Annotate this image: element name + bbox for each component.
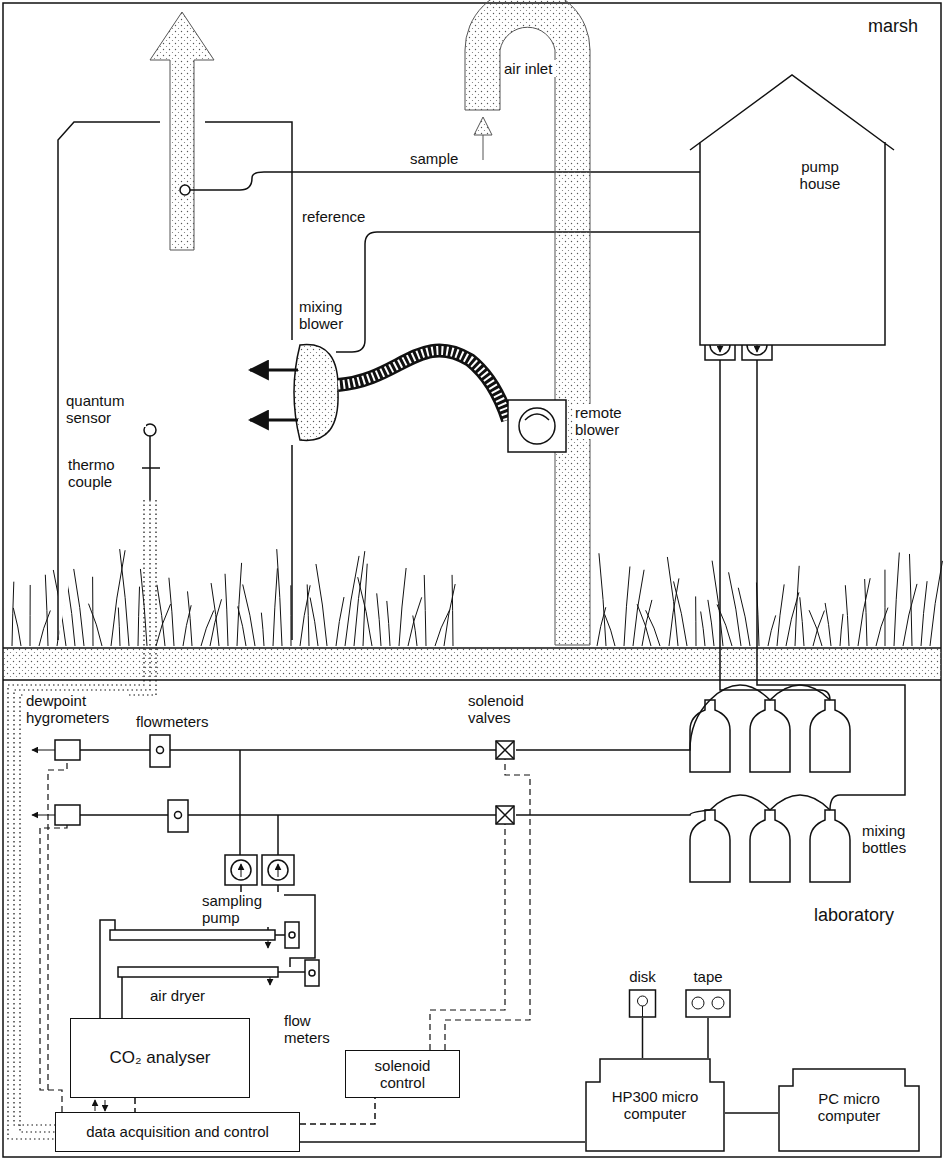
connector [300, 1098, 375, 1124]
line-label: reference [300, 208, 367, 225]
node-text: solenoid control [363, 1057, 443, 1092]
region-label: laboratory [812, 905, 896, 926]
connector [725, 1112, 778, 1114]
pump-house: pump house [690, 72, 895, 347]
part-label: air dryer [148, 987, 207, 1004]
node-text: HP300 micro computer [610, 1088, 700, 1123]
connector [707, 1018, 709, 1058]
part-label: dewpoint hygrometers [24, 692, 128, 727]
node-text: pump house [790, 158, 850, 193]
node-text: data acquisition and control [78, 1123, 278, 1140]
node-text: PC micro computer [804, 1090, 894, 1125]
region-label: marsh [866, 16, 920, 37]
disk-drive: disk [620, 966, 665, 1018]
sensor-label: quantum sensor [64, 392, 146, 427]
part-label: air inlet [502, 60, 556, 77]
part-label: mixing blower [297, 298, 363, 333]
line-label: sample [408, 150, 460, 167]
part-label: sampling pump [200, 892, 284, 927]
computer-box: HP300 micro computer [585, 1058, 725, 1152]
part-label: remote blower [573, 404, 639, 439]
part-label: flow meters [282, 1012, 344, 1047]
control-box: data acquisition and control [55, 1112, 300, 1152]
node-text: tape [682, 968, 734, 985]
node-text: disk [620, 968, 665, 985]
node-text: CO₂ analyser [109, 1048, 210, 1068]
house-outline [690, 72, 895, 347]
control-box: solenoid control [345, 1050, 460, 1098]
connector [134, 1098, 136, 1112]
part-label: flowmeters [134, 713, 211, 730]
sensor-label: thermo couple [66, 456, 136, 491]
part-label: solenoid valves [466, 692, 546, 727]
connector [642, 1018, 644, 1058]
part-label: mixing bottles [860, 822, 928, 857]
tape-drive: tape [682, 966, 734, 1018]
analyser-box: CO₂ analyser [70, 1018, 250, 1098]
connector [300, 1141, 585, 1143]
computer-box: PC micro computer [778, 1068, 920, 1152]
